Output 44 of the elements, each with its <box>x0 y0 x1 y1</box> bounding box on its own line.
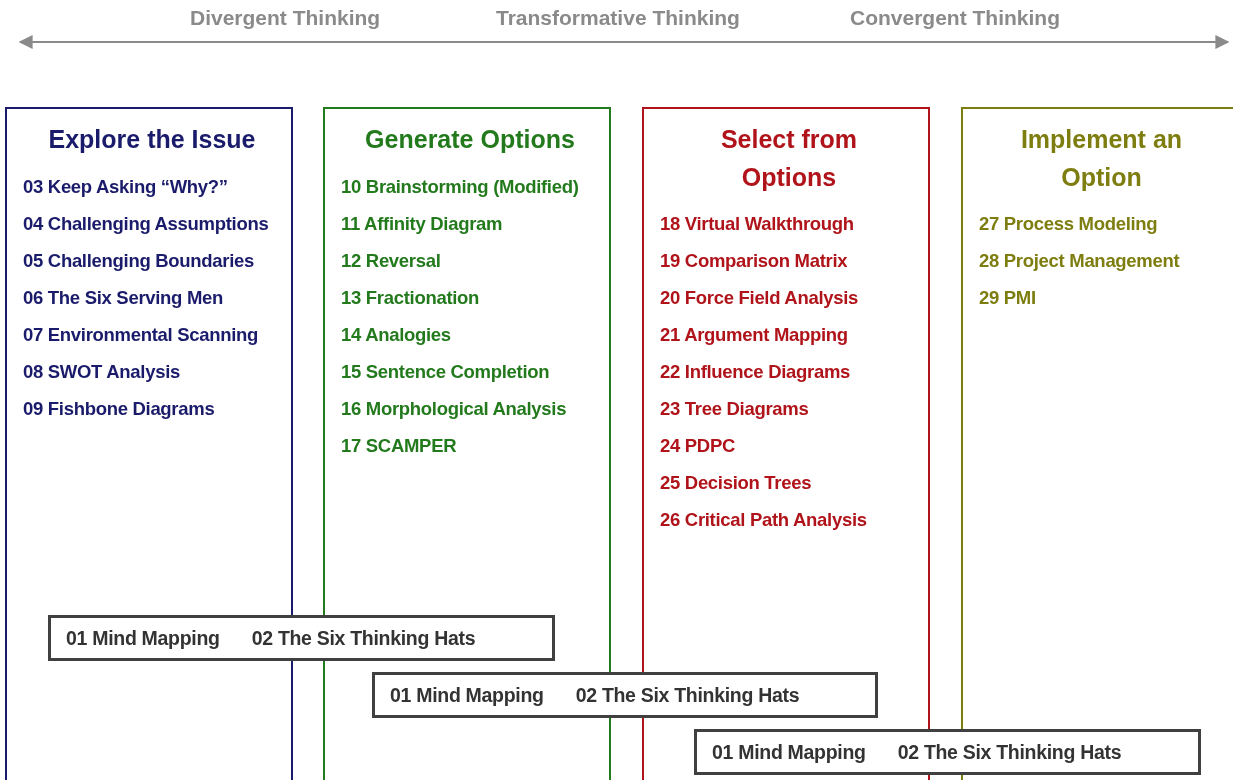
stage-panel <box>961 107 1233 780</box>
stage-heading: Explore the Issue <box>47 124 257 155</box>
technique-item: 19 Comparison Matrix <box>660 249 849 273</box>
technique-item: 22 Influence Diagrams <box>660 360 852 384</box>
technique-item: 05 Challenging Boundaries <box>23 248 255 273</box>
technique-item: 01 Mind Mapping <box>390 683 544 707</box>
technique-item: 21 Argument Mapping <box>660 323 849 347</box>
technique-item: 14 Analogies <box>341 322 452 347</box>
technique-item: 11 Affinity Diagram <box>341 211 504 236</box>
technique-item: 02 The Six Thinking Hats <box>575 683 800 707</box>
technique-item: 12 Reversal <box>341 248 442 273</box>
stage-heading: Implement an Option <box>1019 124 1184 193</box>
axis-label: Transformative Thinking <box>496 6 740 30</box>
technique-item: 26 Critical Path Analysis <box>660 508 868 532</box>
technique-item: 16 Morphological Analysis <box>341 396 568 421</box>
technique-item: 17 SCAMPER <box>341 433 458 458</box>
technique-item: 20 Force Field Analysis <box>660 286 860 310</box>
technique-item: 15 Sentence Completion <box>341 359 551 384</box>
technique-item: 02 The Six Thinking Hats <box>251 626 476 650</box>
technique-item: 13 Fractionation <box>341 285 481 310</box>
technique-item: 25 Decision Trees <box>660 471 813 495</box>
technique-item: 03 Keep Asking “Why?” <box>23 174 229 199</box>
technique-item: 02 The Six Thinking Hats <box>897 740 1122 764</box>
technique-item: 09 Fishbone Diagrams <box>23 396 216 421</box>
technique-item: 08 SWOT Analysis <box>23 359 181 384</box>
technique-item: 01 Mind Mapping <box>712 740 866 764</box>
technique-item: 28 Project Management <box>979 249 1181 273</box>
axis-label: Divergent Thinking <box>190 6 381 30</box>
technique-band <box>48 615 555 661</box>
technique-item: 01 Mind Mapping <box>66 626 220 650</box>
axis-label: Convergent Thinking <box>850 6 1060 30</box>
technique-band <box>694 729 1201 775</box>
technique-item: 24 PDPC <box>660 434 737 458</box>
technique-item: 10 Brainstorming (Modified) <box>341 174 580 199</box>
technique-item: 27 Process Modeling <box>979 212 1159 236</box>
technique-item: 18 Virtual Walkthrough <box>660 212 855 236</box>
technique-item: 23 Tree Diagrams <box>660 397 810 421</box>
stage-heading: Select from Options <box>719 124 859 193</box>
stage-heading: Generate Options <box>364 124 576 155</box>
technique-item: 06 The Six Serving Men <box>23 285 225 310</box>
technique-band <box>372 672 878 718</box>
technique-item: 29 PMI <box>979 286 1037 310</box>
technique-item: 07 Environmental Scanning <box>23 322 260 347</box>
technique-item: 04 Challenging Assumptions <box>23 211 270 236</box>
